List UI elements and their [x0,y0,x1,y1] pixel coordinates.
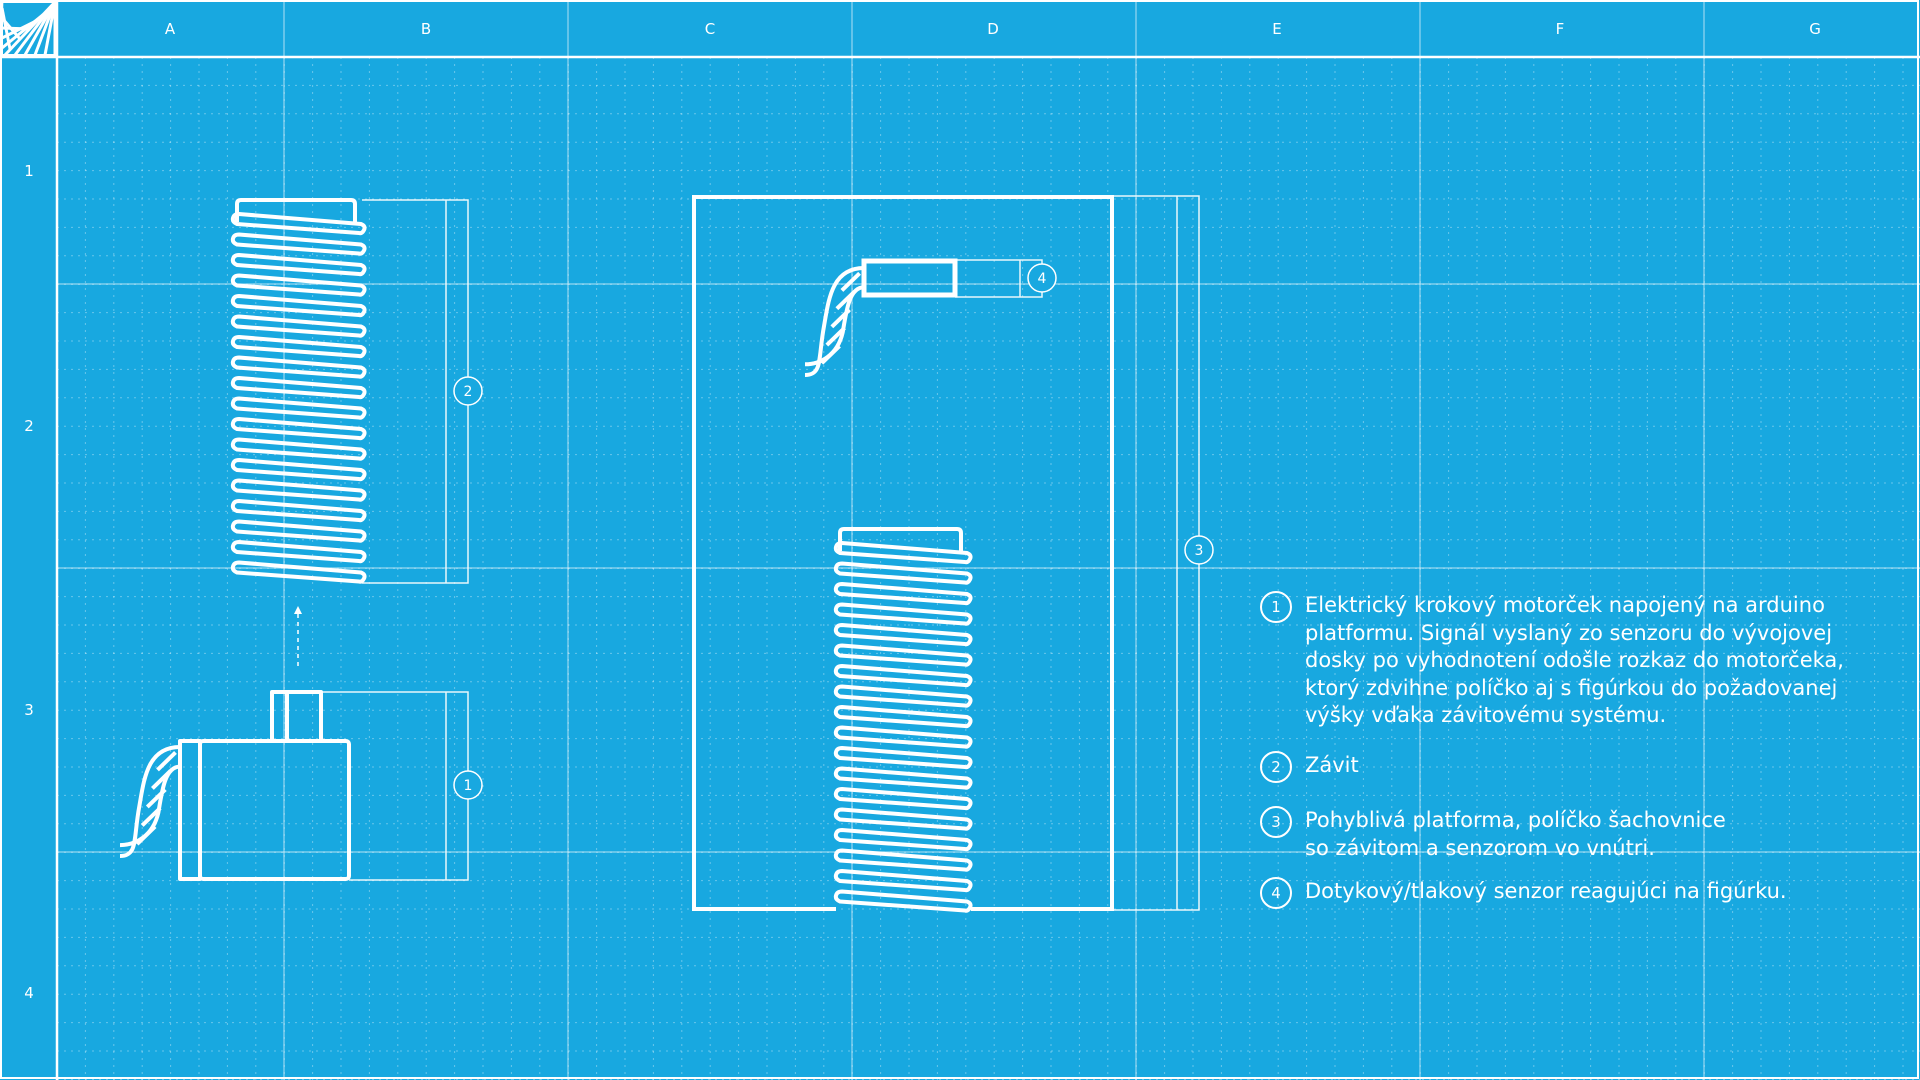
thread-turn [833,664,973,688]
svg-text:4: 4 [1038,271,1047,287]
row-label: 2 [24,417,34,435]
thread-turn [833,869,973,893]
thread-turn [230,417,367,441]
legend-number-badge: 3 [1260,806,1292,838]
legend-text-line: Pohyblivá platforma, políčko šachovnice [1305,808,1726,832]
motor-cable [119,745,181,858]
thread-turn [230,253,367,277]
thread-turn [230,314,367,338]
legend-text-line: Závit [1305,753,1359,777]
callout-3-marker: 3 [1184,535,1214,565]
legend-text-line: dosky po vyhodnotení odošle rozkaz do mo… [1305,648,1844,672]
thread-turn [833,582,973,606]
thread-turn [833,643,973,667]
touch-sensor [861,258,958,298]
legend-text: Závit [1305,752,1359,780]
column-label: C [704,20,716,38]
thread-turn [833,746,973,770]
thread-turn [230,499,367,523]
legend-text-line: Elektrický krokový motorček napojený na … [1305,593,1825,617]
thread-turn [833,848,973,872]
legend-text-line: Dotykový/tlakový senzor reagujúci na fig… [1305,879,1787,903]
thread-turn [230,232,367,256]
thread-turn [230,212,367,236]
thread-turn [230,437,367,461]
svg-text:3: 3 [1195,543,1204,559]
thread-turn [833,889,973,913]
sensor-cable [804,266,865,377]
svg-text:2: 2 [464,384,473,400]
thread-turn [230,540,367,564]
callout-2-marker: 2 [453,376,483,406]
thread-turn [230,396,367,420]
thread-turn [230,376,367,400]
thread-turn [833,705,973,729]
thread-turn [230,294,367,318]
legend-number-badge: 1 [1260,591,1292,623]
legend-text-line: so závitom a senzorom vo vnútri. [1305,835,1655,860]
legend-text-line: výšky vďaka závitovému systému. [1305,703,1667,727]
legend-number-badge: 4 [1260,877,1292,909]
thread-turn [833,787,973,811]
thread-turn [833,766,973,790]
corner-hatch-icon [0,0,57,60]
thread-turn [230,273,367,297]
thread-turn [833,684,973,708]
thread-turn [230,335,367,359]
movable-platform [692,195,1114,911]
thread-turn [230,458,367,482]
thread-turn [230,560,367,584]
callout-1-marker: 1 [453,770,483,800]
stepper-motor [178,690,351,881]
legend-text: Pohyblivá platforma, políčko šachovnice s… [1305,807,1726,862]
column-label: F [1555,20,1565,38]
lift-arrow-icon [294,606,302,668]
column-label: D [987,20,999,38]
column-label: A [164,20,176,38]
column-label: E [1272,20,1282,38]
thread-turn [230,519,367,543]
column-label: G [1809,20,1821,38]
thread-turn [833,561,973,585]
dimension-lines-thread [362,199,469,584]
row-label: 4 [24,984,34,1002]
legend-text: Elektrický krokový motorček napojený na … [1305,592,1844,730]
legend-text: Dotykový/tlakový senzor reagujúci na fig… [1305,878,1787,906]
thread-turn [230,478,367,502]
column-label: B [420,20,432,38]
legend-text-line: platformu. Signál vyslaný zo senzoru do … [1305,620,1833,645]
thread-turn [833,541,973,565]
thread-screw-top [230,198,367,584]
thread-screw-bottom [833,527,973,913]
thread-turn [833,828,973,852]
thread-turn [833,602,973,626]
thread-turn [833,725,973,749]
thread-turn [230,355,367,379]
legend-number-badge: 2 [1260,751,1292,783]
row-label: 3 [24,701,34,719]
svg-text:1: 1 [464,778,473,794]
row-label: 1 [24,162,34,180]
legend-text-line: ktorý zdvihne políčko aj s figúrkou do p… [1305,675,1838,700]
dimension-lines-motor [321,691,469,881]
thread-turn [833,807,973,831]
thread-turn [833,623,973,647]
callout-4-marker: 4 [1027,263,1057,293]
